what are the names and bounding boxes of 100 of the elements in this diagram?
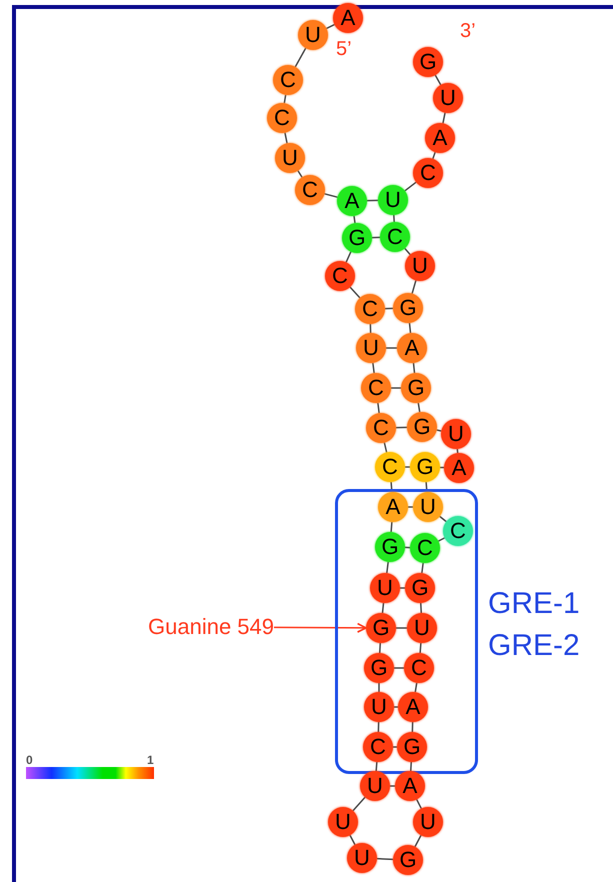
connector-line — [404, 182, 417, 192]
connector-line — [440, 466, 444, 468]
connector-line — [410, 762, 412, 772]
nucleotide-circle: A — [378, 492, 408, 522]
nucleotide-circle: G — [413, 47, 443, 77]
nucleotide-circle: G — [342, 223, 372, 253]
connector-line — [376, 858, 394, 860]
nucleotide-circle: A — [444, 453, 474, 483]
nucleotide-circle: G — [410, 452, 440, 482]
nucleotide-circle: U — [405, 251, 435, 281]
connector-line — [386, 347, 397, 349]
connector-line — [404, 546, 410, 548]
nucleotide-circle: C — [410, 533, 440, 563]
connector-line — [414, 834, 422, 848]
connector-line — [352, 796, 366, 812]
connector-line — [375, 762, 378, 772]
connector-line — [396, 627, 407, 629]
connector-line — [408, 322, 412, 334]
nucleotide-circle: U — [433, 83, 463, 113]
connector-line — [408, 506, 413, 508]
connector-line — [391, 387, 401, 389]
nucleotide-circle: U — [360, 771, 390, 801]
connector-line — [353, 216, 356, 224]
connector-line — [377, 402, 380, 414]
nucleotide-circle: U — [407, 613, 437, 643]
connector-line — [400, 587, 405, 589]
connector-line — [393, 746, 397, 748]
nucleotide-circle: U — [413, 807, 443, 837]
connector-line — [384, 442, 388, 453]
nucleotide-circle: C — [380, 222, 410, 252]
connector-line — [393, 214, 395, 222]
nucleotide-circle: C — [443, 516, 473, 546]
nucleotide-circle: C — [363, 732, 393, 762]
nucleotide-circle: A — [397, 333, 427, 363]
nucleotide-circle: U — [378, 185, 408, 215]
nucleotide-circle: G — [405, 573, 435, 603]
arrow — [274, 622, 367, 633]
connector-line — [404, 248, 411, 256]
nucleotide-circle: A — [333, 3, 363, 33]
nucleotide-circle: U — [298, 20, 328, 50]
nucleotide-circle: G — [393, 845, 423, 875]
connector-line — [345, 251, 352, 263]
nucleotide-circle: C — [361, 373, 391, 403]
nucleotide-circle: C — [273, 65, 303, 95]
nucleotide-circle: A — [395, 771, 425, 801]
connector-line — [456, 448, 458, 454]
connector-line — [372, 362, 375, 374]
region-label: GRE-1 — [488, 587, 580, 621]
connector-line — [390, 785, 395, 787]
connector-line — [412, 362, 416, 374]
nucleotide-circle: A — [337, 186, 367, 216]
annotation-text: Guanine 549 — [148, 614, 274, 640]
connector-line — [419, 642, 422, 654]
nucleotide-circle: C — [355, 294, 385, 324]
connector-line — [284, 94, 286, 104]
connector-line — [384, 308, 394, 310]
connector-line — [382, 602, 384, 614]
connector-line — [350, 286, 360, 298]
connector-line — [411, 280, 417, 294]
nucleotide-circle: C — [295, 175, 325, 205]
nucleotide-circle: C — [366, 413, 396, 443]
nucleotide-circle: C — [325, 261, 355, 291]
nucleotide-circle: U — [275, 143, 305, 173]
connector-line — [372, 236, 380, 238]
end-label: 5’ — [336, 38, 352, 61]
connector-line — [412, 722, 414, 732]
connector-line — [414, 682, 418, 692]
connector-line — [434, 74, 442, 86]
nucleotide-circle: U — [370, 573, 400, 603]
scale-label: 1 — [147, 753, 154, 767]
nucleotide-circle: U — [347, 843, 377, 873]
nucleotide-circle: C — [413, 158, 443, 188]
connector-line — [416, 799, 422, 809]
connector-line — [394, 706, 398, 708]
nucleotide-circle: U — [441, 419, 471, 449]
connector-line — [370, 324, 372, 334]
nucleotide-circle: A — [425, 123, 455, 153]
connector-line — [294, 48, 306, 68]
nucleotide-circle: A — [398, 692, 428, 722]
connector-line — [421, 562, 424, 574]
connector-line — [420, 602, 422, 614]
nucleotide-circle: U — [364, 692, 394, 722]
nucleotide-circle: U — [328, 807, 358, 837]
scale-label: 0 — [26, 753, 33, 767]
nucleotide-circle: C — [404, 653, 434, 683]
connector-line — [386, 562, 389, 574]
connector-line — [297, 170, 303, 178]
nucleotide-circle: G — [366, 613, 396, 643]
nucleotide-circle: G — [393, 293, 423, 323]
connector-line — [378, 722, 380, 732]
nucleotide-circle: G — [407, 412, 437, 442]
nucleotide-circle: C — [375, 452, 405, 482]
nucleotide-circle: G — [375, 532, 405, 562]
connector-line — [284, 132, 288, 144]
connector-line — [378, 683, 380, 692]
region-box — [335, 489, 478, 774]
connector-line — [390, 522, 393, 532]
connector-line — [394, 667, 404, 669]
connector-line — [379, 642, 381, 654]
region-label: GRE-2 — [488, 629, 580, 663]
